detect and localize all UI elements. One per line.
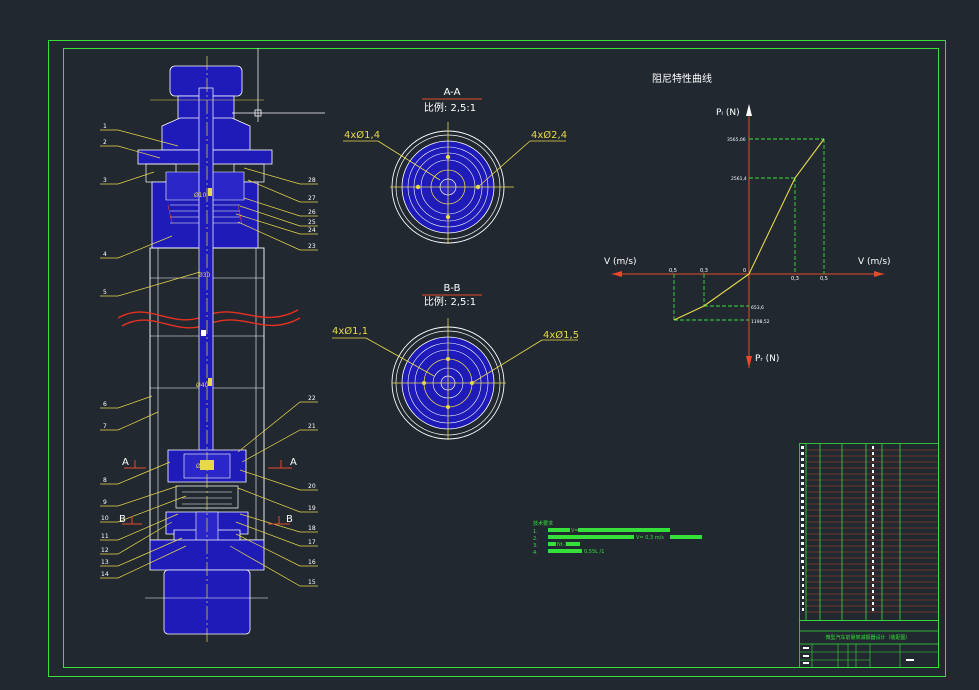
y-neg-label: Pᵣ (N)	[755, 354, 779, 364]
part-numbers-left: 1 2 3 4 5 6 7 8 9 10 11 12 13 14	[101, 123, 109, 578]
part-number: 10	[101, 515, 109, 522]
rebound-curve	[748, 138, 825, 275]
dim-d4: Ø8	[196, 463, 205, 470]
parts-list	[799, 443, 939, 621]
tech-req-line: 1.	[533, 529, 538, 535]
part-number: 9	[103, 499, 107, 506]
tech-req-value: V= 0,3 m/s	[636, 535, 664, 541]
leaders-right	[229, 167, 318, 587]
part-number: 20	[308, 483, 316, 490]
section-aa-hole-outer: 4xØ2,4	[531, 129, 567, 141]
part-number: 26	[308, 209, 316, 216]
part-number: 5	[103, 289, 107, 296]
parts-list-rows	[806, 449, 938, 613]
section-bb-scale: 比例: 2,5:1	[424, 295, 476, 308]
shock-absorber-assembly: Ø10 Ø30 Ø40 Ø8	[117, 48, 325, 642]
outer-frame	[48, 40, 946, 677]
tech-req-line: 4.	[533, 550, 538, 556]
parts-list-numbers	[801, 446, 874, 611]
section-bb-hole-outer: 4xØ1,5	[543, 329, 579, 341]
part-number: 15	[308, 579, 316, 586]
tech-req-line: 3.	[533, 543, 538, 549]
origin-label: 0	[743, 268, 746, 274]
title-block: 微型汽车前悬架减振器设计（装配图）	[799, 620, 939, 668]
part-number: 27	[308, 195, 316, 202]
part-number: 19	[308, 505, 316, 512]
tick-y-neg: 653,6	[751, 305, 764, 311]
section-bb-view: B-B 比例: 2,5:1 4xØ1,1 4xØ1,5	[332, 283, 579, 440]
leaders-left	[100, 129, 201, 579]
dim-d2: Ø30	[198, 272, 211, 279]
part-number: 16	[308, 559, 316, 566]
parts-list-columns	[805, 443, 901, 620]
part-numbers-right: 28 27 26 25 24 23 22 21 20 19 18 17 16 1…	[308, 177, 316, 586]
tech-req-heading: 技术要求	[533, 520, 553, 527]
tick-x-left: 0,5	[669, 268, 677, 274]
tick-x-right: 0,5	[820, 276, 828, 282]
dim-d3: Ø40	[196, 382, 209, 389]
tech-req-line: 2.	[533, 536, 538, 542]
tick-y-pos: 3565,06	[727, 137, 746, 143]
title-block-caption: 微型汽车前悬架减振器设计（装配图）	[825, 634, 910, 641]
part-number: 24	[308, 227, 316, 234]
part-number: 1	[103, 123, 107, 130]
tech-req-value: Nt-10T	[557, 542, 575, 548]
y-pos-label: Pᵢ (N)	[716, 108, 740, 118]
part-number: 11	[101, 533, 109, 540]
inner-frame	[63, 48, 939, 668]
section-mark-b-left: B	[119, 514, 126, 525]
section-aa-scale: 比例: 2,5:1	[424, 101, 476, 114]
part-number: 17	[308, 539, 316, 546]
chart-title: 阻尼特性曲线	[652, 72, 712, 85]
part-number: 25	[308, 219, 316, 226]
x-left-label: V (m/s)	[604, 257, 637, 267]
part-number: 23	[308, 243, 316, 250]
part-number: 12	[101, 547, 109, 554]
part-number: 7	[103, 423, 107, 430]
part-number: 6	[103, 401, 107, 408]
part-number: 28	[308, 177, 316, 184]
x-right-label: V (m/s)	[858, 257, 891, 267]
tech-req-value: V= 1,6 m/s	[571, 528, 599, 534]
section-aa-title: A-A	[444, 87, 461, 98]
guide-lines	[673, 138, 825, 321]
part-number: 18	[308, 525, 316, 532]
part-number: 13	[101, 559, 109, 566]
tick-x-right: 0,3	[791, 276, 799, 282]
compression-curve	[673, 273, 750, 321]
part-number: 2	[103, 139, 107, 146]
tick-y-pos: 2561,4	[731, 176, 747, 182]
section-bb-title: B-B	[444, 283, 461, 294]
part-number: 8	[103, 477, 107, 484]
part-number: 21	[308, 423, 316, 430]
dim-d1: Ø10	[194, 192, 207, 199]
section-mark-a-left: A	[122, 457, 129, 468]
part-number: 22	[308, 395, 316, 402]
section-mark-a-right: A	[290, 457, 297, 468]
tick-x-left: 0,3	[700, 268, 708, 274]
damping-chart: 阻尼特性曲线 Pᵢ (N) Pᵣ (N) V (m/s) V (m/s) 0 0…	[604, 72, 891, 368]
part-number: 3	[103, 177, 107, 184]
section-mark-b-right: B	[286, 514, 293, 525]
part-number: 4	[103, 251, 107, 258]
technical-requirements: 技术要求 1. 2. 3. 4. V= 1,6 m/s V= 0,3 m/s N…	[533, 520, 702, 556]
section-markers: A A B B	[119, 457, 297, 525]
section-bb-hole-inner: 4xØ1,1	[332, 325, 368, 337]
part-number: 14	[101, 571, 109, 578]
tech-req-value: 0,55L /1	[584, 549, 604, 555]
section-aa-hole-inner: 4xØ1,4	[344, 129, 380, 141]
section-aa-view: A-A 比例: 2,5:1 4xØ1,4 4xØ2,4	[343, 87, 567, 244]
tick-y-neg: 1198,52	[751, 319, 770, 325]
